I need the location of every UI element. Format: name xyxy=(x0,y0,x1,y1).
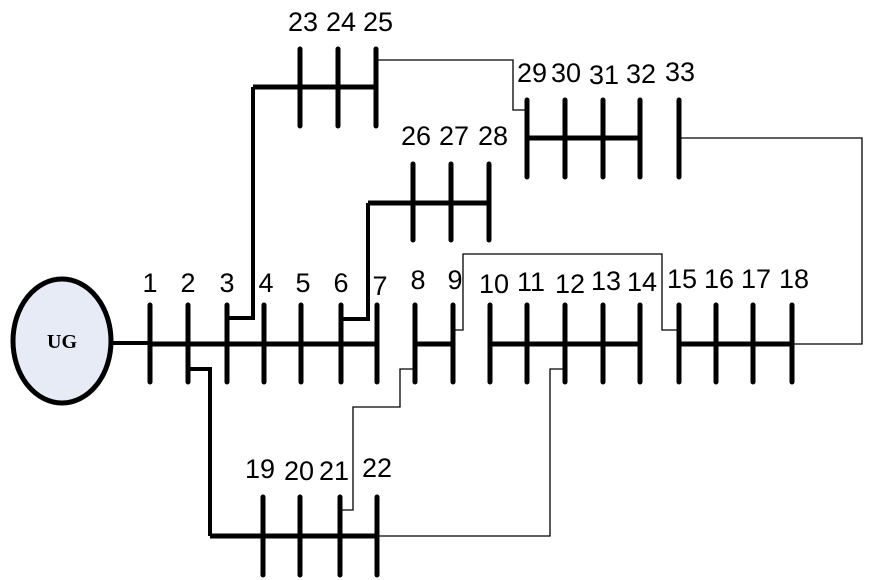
bus-label-27: 27 xyxy=(439,121,469,151)
bus-label-10: 10 xyxy=(479,269,509,299)
bus-label-15: 15 xyxy=(667,264,697,294)
bus-labels: 1 2 3 4 5 6 7 8 9 10 11 12 13 14 15 16 1… xyxy=(142,7,809,486)
utility-grid-source: UG xyxy=(10,276,150,406)
tie-line-8-21 xyxy=(340,368,415,511)
bus-label-20: 20 xyxy=(284,456,314,486)
bus-label-13: 13 xyxy=(591,266,621,296)
lateral-feeder-6-26 xyxy=(341,203,370,321)
lateral-feeder-2-19 xyxy=(188,367,212,536)
bus-label-9: 9 xyxy=(447,265,462,295)
bus-label-3: 3 xyxy=(219,268,234,298)
bus-label-16: 16 xyxy=(704,264,734,294)
bus-label-25: 25 xyxy=(363,7,393,37)
bus-label-22: 22 xyxy=(362,453,392,483)
bus-label-32: 32 xyxy=(626,59,656,89)
bus-label-1: 1 xyxy=(142,268,157,298)
bus-label-8: 8 xyxy=(410,265,425,295)
bus-label-4: 4 xyxy=(258,268,273,298)
bus-label-21: 21 xyxy=(319,456,349,486)
bus-label-31: 31 xyxy=(589,60,619,90)
bus-label-19: 19 xyxy=(245,454,275,484)
lateral-feeders xyxy=(188,87,370,536)
bus-label-7: 7 xyxy=(372,271,387,301)
bus-label-17: 17 xyxy=(741,264,771,294)
lateral-feeder-3-23 xyxy=(227,87,255,320)
tie-line-9-15 xyxy=(453,253,679,331)
tie-lines xyxy=(340,59,863,537)
bus-label-5: 5 xyxy=(295,268,310,298)
bus-label-29: 29 xyxy=(517,58,547,88)
bus-label-11: 11 xyxy=(517,267,545,297)
bus-label-30: 30 xyxy=(551,58,581,88)
bus-label-12: 12 xyxy=(555,269,585,299)
tie-line-12-22 xyxy=(377,368,565,537)
bus-label-6: 6 xyxy=(333,268,348,298)
bus-label-18: 18 xyxy=(779,264,809,294)
bus-label-14: 14 xyxy=(627,267,657,297)
tie-line-25-29 xyxy=(376,59,527,111)
bus-label-23: 23 xyxy=(288,7,318,37)
bus-label-26: 26 xyxy=(401,121,431,151)
bus-label-33: 33 xyxy=(665,57,695,87)
tie-line-33-18 xyxy=(679,137,863,345)
bus-label-2: 2 xyxy=(180,268,195,298)
bus-label-28: 28 xyxy=(478,121,508,151)
utility-grid-label: UG xyxy=(47,331,77,353)
bus-bars xyxy=(147,46,795,578)
bus-label-24: 24 xyxy=(326,7,356,37)
